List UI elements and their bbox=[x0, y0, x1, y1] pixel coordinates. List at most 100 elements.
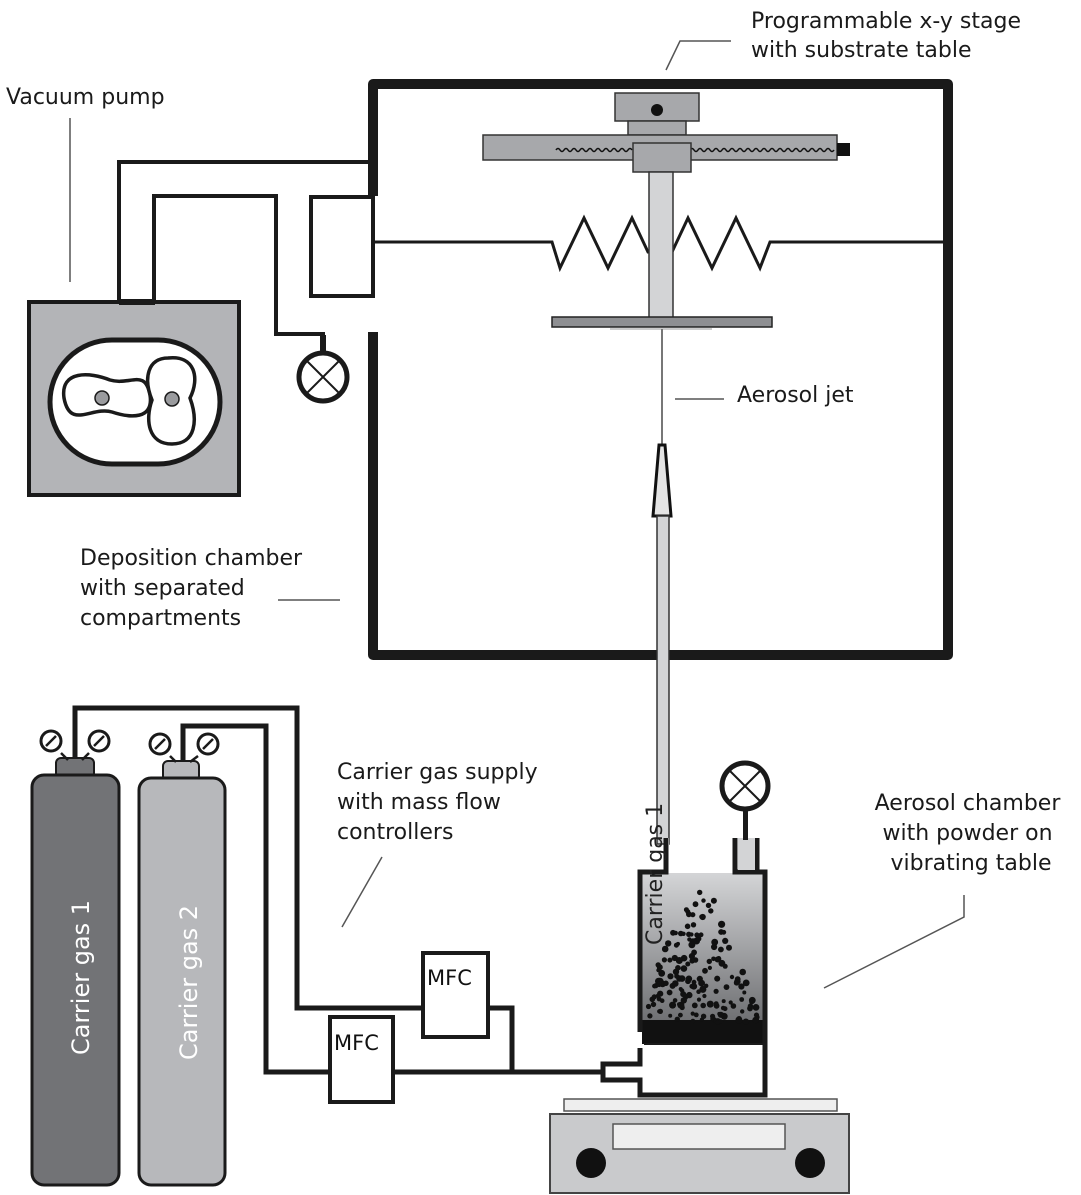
powder-particle bbox=[690, 922, 697, 928]
stage-rod bbox=[648, 171, 674, 319]
powder-particle bbox=[685, 961, 691, 967]
powder-particle bbox=[696, 997, 702, 1002]
powder-particle bbox=[729, 974, 735, 980]
powder-particle bbox=[655, 962, 661, 968]
mfc-lower: MFC bbox=[328, 1015, 395, 1104]
powder-particle bbox=[693, 1012, 699, 1018]
lead-screw bbox=[555, 147, 835, 153]
powder-particle bbox=[680, 991, 687, 998]
powder-particle bbox=[684, 923, 691, 930]
powder-particle bbox=[723, 984, 730, 990]
powder-particle bbox=[708, 908, 714, 914]
aerosol-jet bbox=[651, 329, 673, 845]
powder-particle bbox=[714, 956, 721, 963]
powder-particle bbox=[747, 1003, 754, 1009]
vibrating-table-knob bbox=[795, 1148, 825, 1178]
powder-particle bbox=[728, 1000, 733, 1005]
powder-particle bbox=[681, 931, 686, 936]
powder-particle bbox=[699, 1017, 705, 1022]
aerosol-feed-tube bbox=[656, 515, 670, 845]
stage-carriage bbox=[632, 142, 692, 173]
substrate-table bbox=[551, 316, 773, 328]
powder-particle bbox=[687, 937, 692, 942]
powder-particle bbox=[669, 1001, 677, 1009]
powder-particle bbox=[701, 898, 706, 903]
powder-particle bbox=[738, 983, 745, 990]
powder-particle bbox=[713, 1001, 719, 1006]
powder-particle bbox=[647, 1013, 653, 1019]
aerosol-chamber-valve bbox=[719, 760, 771, 840]
powder-particle bbox=[699, 985, 707, 993]
pump-valve bbox=[296, 335, 350, 404]
powder-particle bbox=[667, 973, 674, 980]
gauge-icon bbox=[148, 732, 177, 763]
stage-motor-dot bbox=[651, 104, 663, 116]
powder-particle bbox=[705, 902, 712, 909]
powder-particle bbox=[702, 993, 707, 999]
powder-particle bbox=[657, 1008, 664, 1015]
powder-particle bbox=[699, 913, 706, 921]
powder-particle bbox=[697, 889, 703, 896]
powder-particle bbox=[700, 1002, 706, 1009]
powder-particle bbox=[671, 954, 678, 962]
powder-particle bbox=[680, 965, 688, 972]
powder-particle bbox=[718, 1019, 724, 1024]
powder-particle bbox=[659, 998, 665, 1003]
powder-particle bbox=[691, 983, 698, 990]
leader-lines bbox=[69, 40, 965, 989]
powder-particle bbox=[718, 920, 726, 928]
powder-particle bbox=[665, 940, 672, 947]
powder-particle bbox=[673, 930, 678, 936]
powder-particle bbox=[686, 911, 692, 918]
powder-particle bbox=[678, 987, 683, 991]
side-port-box bbox=[309, 195, 375, 298]
powder-particle bbox=[698, 979, 705, 987]
powder-particle bbox=[682, 955, 688, 961]
powder-particle bbox=[706, 1000, 714, 1008]
cylinder-2-label: Carrier gas 2 bbox=[175, 905, 203, 1060]
powder-particle bbox=[661, 945, 669, 953]
powder-particle bbox=[714, 975, 721, 982]
powder-particle bbox=[667, 957, 673, 963]
powder-particle bbox=[678, 975, 686, 982]
gauge-icon bbox=[39, 729, 69, 761]
svg-text:MFC: MFC bbox=[334, 1031, 379, 1055]
powder-particle bbox=[656, 968, 661, 973]
powder-particle bbox=[710, 1016, 715, 1022]
powder-particle bbox=[650, 1001, 657, 1008]
powder-particle bbox=[692, 901, 699, 908]
powder-particle bbox=[691, 1002, 698, 1009]
powder-particle bbox=[734, 976, 741, 982]
powder-particle bbox=[690, 1011, 695, 1016]
mfc-upper: MFC bbox=[421, 951, 490, 1039]
vibrating-table bbox=[549, 1098, 850, 1194]
powder-particle bbox=[666, 989, 673, 996]
powder-particle bbox=[656, 981, 662, 988]
powder-particle bbox=[752, 1004, 760, 1011]
powder-particle bbox=[718, 946, 724, 953]
xy-stage bbox=[482, 92, 850, 330]
powder-particle bbox=[668, 1013, 673, 1018]
powder-particle bbox=[722, 963, 728, 969]
powder-particle bbox=[739, 997, 745, 1002]
powder-particle bbox=[685, 975, 693, 983]
vibrating-table-display bbox=[612, 1123, 786, 1150]
stage-label: Programmable x-y stage with substrate ta… bbox=[751, 9, 1028, 63]
powder-particle bbox=[722, 937, 729, 945]
cylinder-2: Carrier gas 2 bbox=[137, 732, 227, 1187]
powder-particle bbox=[680, 997, 687, 1004]
vacuum-pump bbox=[27, 160, 373, 497]
powder-particle bbox=[677, 1002, 681, 1007]
powder-particle bbox=[655, 993, 661, 999]
powder-particle bbox=[689, 958, 695, 964]
powder-particle bbox=[663, 980, 669, 987]
powder-particle bbox=[739, 968, 746, 976]
cylinder-1-label: Carrier gas 1 bbox=[67, 900, 95, 1055]
powder-particle bbox=[711, 938, 719, 946]
powder-particle bbox=[720, 1005, 726, 1011]
powder-particle bbox=[726, 944, 732, 951]
powder-particle bbox=[651, 994, 657, 1000]
vibrating-table-knob bbox=[576, 1148, 606, 1178]
powder-particle bbox=[710, 897, 717, 904]
powder-particle bbox=[713, 988, 719, 994]
